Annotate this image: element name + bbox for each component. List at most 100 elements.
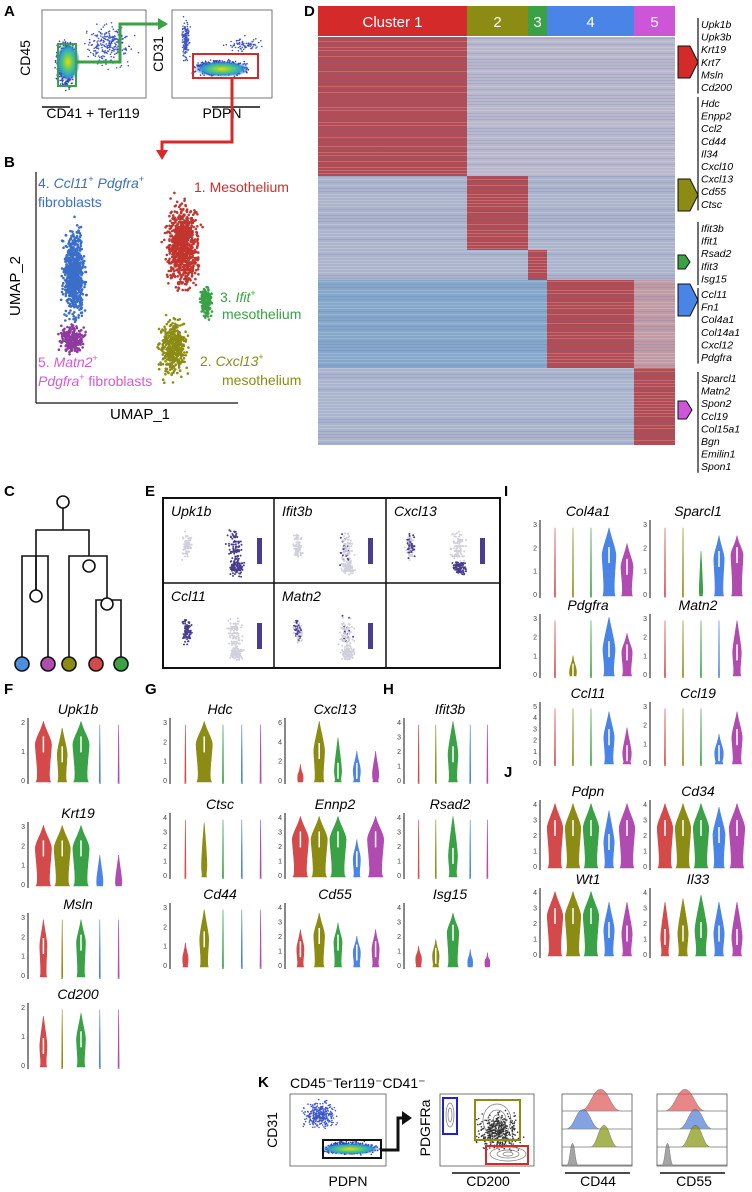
umap-ylabel: UMAP_2 [7, 256, 24, 316]
umap-point [207, 318, 211, 321]
flow-dot [231, 49, 234, 52]
feature-point [347, 563, 350, 566]
heatmap-row [318, 272, 675, 273]
dendrogram-leaf [61, 656, 77, 672]
feature-point [230, 536, 232, 539]
flow-dot [120, 64, 123, 67]
heatmap-row [318, 143, 675, 144]
flow-dot [244, 45, 246, 48]
flow-dot [102, 39, 105, 42]
feature-point [293, 553, 296, 556]
gene-label: Krt19 [701, 44, 726, 56]
heatmap-row [318, 266, 675, 267]
umap-point [170, 346, 174, 349]
flow-dot [124, 48, 127, 51]
umap-point [181, 323, 184, 326]
feature-point [342, 559, 345, 562]
gate-arrow-green [76, 22, 160, 64]
feature-point [292, 544, 295, 547]
flow-dot [227, 59, 230, 61]
flow-dot [185, 28, 188, 31]
umap-point [72, 295, 76, 299]
flow-dot [231, 46, 233, 48]
umap-point [185, 208, 189, 211]
umap-point [80, 301, 84, 304]
umap-point [179, 263, 183, 267]
flow-dot [88, 49, 91, 52]
umap-point [178, 324, 182, 327]
umap-point [180, 338, 183, 342]
umap-point [189, 260, 193, 264]
umap-point [194, 277, 197, 281]
feature-point [349, 542, 352, 545]
flow-dot [186, 40, 189, 43]
feature-point [347, 561, 350, 564]
umap-point [174, 224, 178, 228]
feature-point [408, 534, 411, 537]
heatmap-row [318, 47, 675, 48]
flow-dot [97, 37, 100, 40]
flow-dot [91, 33, 93, 36]
umap-point [78, 294, 81, 297]
flow-dot [100, 55, 103, 58]
umap-point [68, 278, 71, 281]
umap-point [174, 363, 177, 367]
umap-point [77, 272, 81, 275]
flow-dot [114, 48, 116, 50]
heatmap-row [318, 347, 675, 348]
dendrogram-leaf [88, 656, 104, 672]
feature-point [185, 552, 188, 555]
heatmap-gene-groups: Upk1bUpk3bKrt19Krt7MslnCd200HdcEnpp2Ccl2… [677, 18, 740, 473]
gene-label: Cxcl10 [701, 161, 733, 173]
flow-dot [182, 59, 185, 62]
flow-dot [117, 41, 119, 44]
umap-point [75, 279, 78, 282]
feature-point [456, 553, 459, 556]
umap-point [57, 332, 60, 336]
umap-point [177, 231, 181, 235]
umap-point [181, 347, 185, 351]
umap-point [195, 256, 198, 260]
flow-dot [63, 83, 65, 85]
flow-dot [117, 52, 119, 54]
umap-point [70, 349, 74, 352]
flow-dot [115, 37, 118, 40]
umap-point [70, 346, 74, 350]
feature-point [407, 557, 410, 560]
flow-dot [60, 79, 63, 81]
umap-point [71, 324, 75, 327]
umap-point [66, 266, 70, 270]
heatmap-row [318, 113, 675, 114]
umap-point [71, 258, 74, 262]
umap-point [72, 299, 76, 302]
heatmap-row [318, 407, 675, 408]
flow-dot [68, 86, 70, 89]
flow-dot [108, 41, 111, 43]
heatmap-row [318, 116, 675, 117]
feature-point [461, 544, 464, 547]
feature-point [300, 544, 302, 547]
feature-point [464, 562, 466, 565]
umap-point [65, 284, 69, 287]
umap-point [70, 253, 74, 256]
flow-dot [94, 34, 96, 37]
umap-point [164, 313, 168, 317]
umap-point [208, 298, 212, 302]
umap-point [173, 240, 176, 244]
flow-dot [95, 51, 97, 53]
heatmap-row [318, 335, 675, 336]
umap-point [83, 283, 87, 286]
heatmap-row [318, 191, 675, 192]
flow-dot [111, 49, 113, 52]
heatmap-row [318, 338, 675, 339]
umap-point [177, 330, 181, 334]
feature-point [339, 536, 342, 539]
feature-point [463, 566, 466, 569]
feature-point [456, 571, 459, 574]
flow-dot [130, 48, 133, 50]
flow-dot [93, 40, 95, 42]
flow-dot [61, 82, 64, 84]
flow-dot [189, 55, 191, 58]
heatmap-row [318, 218, 675, 219]
umap-point [205, 311, 208, 314]
